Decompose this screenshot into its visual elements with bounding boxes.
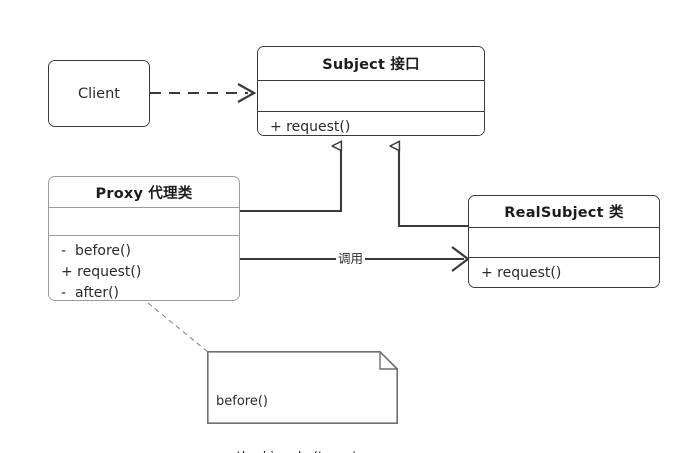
class-box-realsubject[interactable]: RealSubject 类 + request() <box>468 195 660 288</box>
proxy-method-request: + request() <box>61 264 142 280</box>
realsubject-title: RealSubject 类 <box>504 205 624 221</box>
edge-proxy-implements-subject <box>240 146 341 213</box>
proxy-methods-compartment: - before() + request() - after() <box>49 235 239 300</box>
realsubject-attributes-compartment <box>469 227 659 257</box>
realsubject-method-request: + request() <box>481 265 562 281</box>
edge-proxy-to-note <box>147 302 209 353</box>
client-label: Client <box>78 85 120 102</box>
note-line-1: before() <box>216 394 268 409</box>
class-box-proxy[interactable]: Proxy 代理类 - before() + request() - after… <box>48 176 240 301</box>
subject-methods-compartment: + request() <box>258 111 484 135</box>
note-line-2: method.invoke(target, <box>216 449 392 453</box>
subject-method-request: + request() <box>270 119 351 135</box>
proxy-method-before: - before() <box>61 243 131 259</box>
subject-title: Subject 接口 <box>322 57 420 73</box>
realsubject-title-compartment: RealSubject 类 <box>469 196 659 227</box>
note-shape <box>207 351 398 424</box>
proxy-attributes-compartment <box>49 207 239 235</box>
subject-title-compartment: Subject 接口 <box>258 47 484 80</box>
proxy-method-after: - after() <box>61 285 119 301</box>
note-text: before() method.invoke(target, args) aft… <box>216 356 392 453</box>
edge-label-call-text: 调用 <box>338 251 364 266</box>
subject-attributes-compartment <box>258 80 484 111</box>
proxy-title-compartment: Proxy 代理类 <box>49 177 239 207</box>
realsubject-methods-compartment: + request() <box>469 257 659 286</box>
class-box-subject[interactable]: Subject 接口 + request() <box>257 46 485 136</box>
edge-realsubject-implements-subject <box>399 146 468 228</box>
edge-client-to-subject <box>150 83 257 103</box>
proxy-title: Proxy 代理类 <box>95 185 193 202</box>
note-box[interactable]: before() method.invoke(target, args) aft… <box>207 351 398 453</box>
edge-label-call: 调用 <box>336 251 366 266</box>
class-box-client[interactable]: Client <box>48 60 150 127</box>
